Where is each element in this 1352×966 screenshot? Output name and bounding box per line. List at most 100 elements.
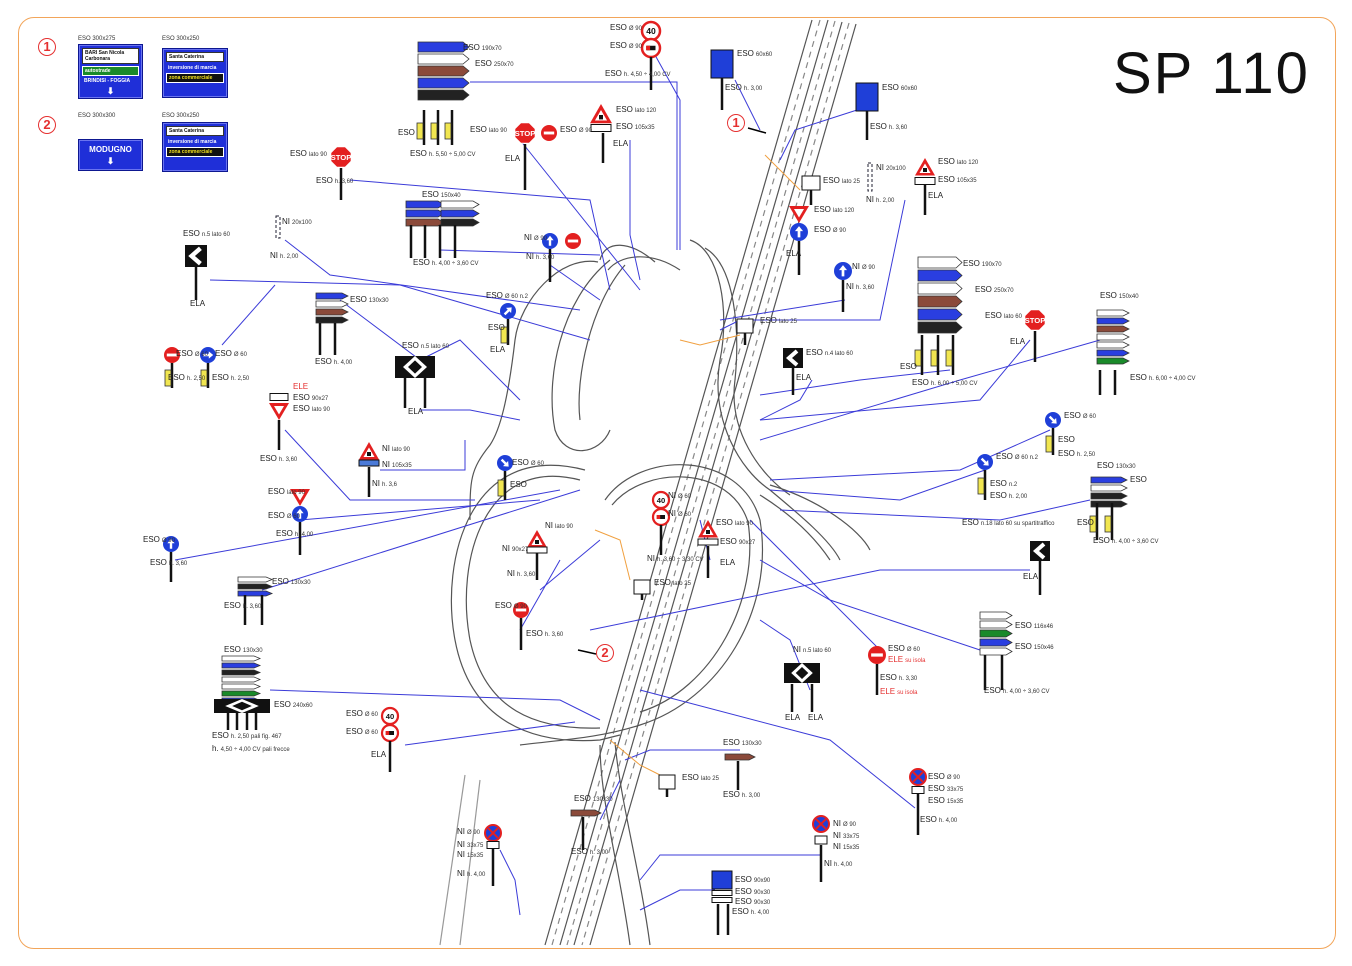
annotation-code: ESO — [486, 291, 503, 300]
annotation-code: ESO — [470, 125, 487, 134]
annotation-code: ESO — [272, 577, 289, 586]
annotation-detail: h. 3,00 — [589, 850, 609, 856]
annotation-code: ESO — [920, 815, 937, 824]
annotation-detail: lato 25 — [700, 776, 719, 782]
annotation-code: NI — [457, 869, 465, 878]
supplementary-plate-icon — [814, 835, 828, 845]
annotation-detail: Ø 60 — [530, 461, 544, 467]
annotation-code: ESO — [962, 518, 979, 527]
annotation-code: ESO — [212, 731, 229, 740]
sign-annotation: ELA — [613, 139, 630, 149]
annotation-code: ELA — [786, 249, 802, 258]
annotation-code: NI — [852, 262, 860, 271]
annotation-code: ESO — [806, 348, 823, 357]
annotation-detail: 33x75 — [843, 834, 860, 840]
annotation-code: NI — [545, 521, 553, 530]
annotation-detail: h. 3,60 — [168, 561, 188, 567]
supplementary-plate-icon — [486, 841, 500, 849]
annotation-detail: h. 4,00 ÷ 3,60 CV — [431, 261, 479, 267]
annotation-detail: lato 90 — [308, 152, 327, 158]
annotation-detail: 105x35 — [634, 125, 655, 131]
annotation-code: NI — [502, 544, 510, 553]
annotation-detail: Ø 60 — [678, 512, 692, 518]
annotation-code: NI — [382, 444, 390, 453]
annotation-detail: Ø 60 n.2 — [504, 294, 528, 300]
direction-sign-stack-icon — [417, 41, 470, 101]
legend-marker-1: 1 — [38, 38, 56, 56]
delineator-post-icon — [444, 122, 452, 140]
annotation-detail: Ø 90 — [843, 822, 857, 828]
annotation-code: NI — [457, 840, 465, 849]
annotation-detail: Ø 60 — [1082, 414, 1096, 420]
sign-line: inversione di marcia — [168, 65, 217, 71]
annotation-detail: 60x60 — [900, 86, 918, 92]
sign-annotation: ELA — [505, 154, 522, 164]
annotation-detail: lato 90 — [734, 521, 753, 527]
annotation-code: ELA — [613, 139, 629, 148]
annotation-code: ESO — [990, 491, 1007, 500]
annotation-code: ELE — [888, 655, 904, 664]
direction-sign-stack-icon — [1090, 476, 1128, 508]
annotation-detail: Ø 90 — [578, 128, 592, 134]
annotation-detail: h. 2,50 — [1076, 452, 1096, 458]
warning-triangle-icon — [590, 104, 612, 124]
annotation-detail: h. 3,60 — [517, 572, 536, 578]
sign-annotation: ELA — [808, 713, 825, 723]
no-entry-sign-icon — [541, 125, 557, 141]
delineator-post-icon — [164, 369, 172, 387]
obstacle-marker-icon — [214, 699, 270, 713]
annotation-code: ESO — [737, 49, 754, 58]
obstacle-marker-icon — [784, 663, 820, 683]
supplementary-plate-icon — [911, 786, 925, 794]
annotation-code: ESO — [938, 157, 955, 166]
delineator-post-icon — [945, 349, 953, 367]
delineator-icon — [275, 215, 281, 239]
annotation-code: ESO — [616, 105, 633, 114]
annotation-detail: Ø 60 — [194, 352, 208, 358]
annotation-code: ESO — [510, 480, 527, 489]
annotation-detail: lato 60 — [1003, 314, 1022, 320]
annotation-detail: h. 2,00 — [1008, 494, 1028, 500]
supplementary-plate-icon — [590, 124, 612, 132]
sign-line: inversione di marcia — [168, 139, 217, 145]
yield-sign-icon — [269, 403, 289, 420]
annotation-code: ESO — [410, 149, 427, 158]
speed-limit-text: 40 — [386, 712, 394, 721]
no-parking-sign-icon — [812, 815, 830, 833]
orange-leader-lines — [594, 154, 801, 776]
annotation-detail: h. 6,00 ÷ 4,00 CV — [1148, 376, 1196, 382]
annotation-detail: su isola — [897, 690, 918, 696]
sign-annotation: ELA — [408, 407, 425, 417]
annotation-detail: h. 4,00 — [938, 818, 958, 824]
annotation-code: ESO — [928, 772, 945, 781]
annotation-detail: h. 5,50 ÷ 5,00 CV — [428, 152, 476, 158]
annotation-detail: 250x70 — [993, 288, 1014, 294]
mandatory-direction-sign-icon — [497, 455, 513, 471]
annotation-code: ESO — [168, 373, 185, 382]
annotation-detail: Ø 60 — [364, 712, 378, 718]
sign-annotation: ELA — [796, 373, 813, 383]
